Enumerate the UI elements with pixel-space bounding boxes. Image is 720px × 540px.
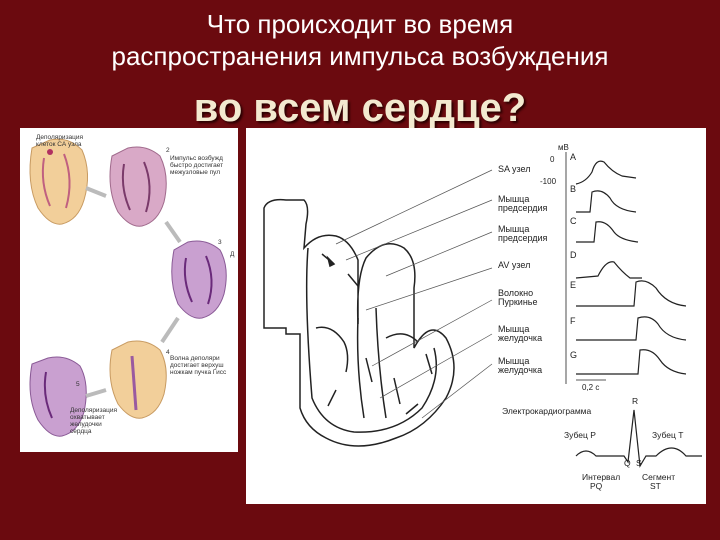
row-f-letter: F [570,316,576,326]
row-a-letter: A [570,152,576,162]
row-c-letter: C [570,216,577,226]
step-2-label-c: межузловые пул [170,169,220,176]
ecg-title: Электрокардиограмма [502,406,592,416]
time-scale-label: 0,2 с [582,383,599,392]
row-b: Мышца предсердия B [498,184,637,213]
step-4-label-c: ножкам пучка Гисс [170,369,227,376]
conduction-sequence-figure: Деполяризация клеток СА узла 2 Импульс в… [20,128,238,452]
heart-diagram [263,198,455,447]
action-potential-diagram: мВ 0 -100 SA узел A Мышца предсердия B М… [263,143,702,491]
slide-title-emphasis: во всем сердце? [193,86,527,130]
row-c-label-1: Мышца [498,224,529,234]
row-a-label-1: SA узел [498,164,531,174]
step-5-label-c: желудочки [70,421,102,428]
heart-illustration-1 [29,138,88,225]
row-g-label-2: желудочка [498,365,542,375]
ecg-t-label: Зубец T [652,430,683,440]
row-b-label-2: предсердия [498,203,548,213]
segment-label-1: Сегмент [642,472,675,482]
step-2-number: 2 [166,147,170,154]
step-3-number: 3 [218,239,222,246]
tick-top: 0 [550,155,555,164]
row-f-label-2: желудочка [498,333,542,343]
interval-label-1: Интервал [582,472,620,482]
step-3-label-a: Д [230,251,235,258]
conduction-sequence-illustration: Деполяризация клеток СА узла 2 Импульс в… [29,134,235,437]
row-b-label-1: Мышца [498,194,529,204]
row-b-letter: B [570,184,576,194]
row-f-label-1: Мышца [498,324,529,334]
row-c-label-2: предсердия [498,233,548,243]
ecg-trace: Электрокардиограмма R Зубец P Зубец T Q … [502,396,702,491]
step-1-label-a: Деполяризация [36,134,84,141]
interval-label-2: PQ [590,481,603,491]
step-4-number: 4 [166,349,170,356]
row-g-label-1: Мышца [498,356,529,366]
row-e: Волокно Пуркинье E [498,280,687,307]
step-5-number: 5 [76,381,80,388]
row-g-letter: G [570,350,577,360]
step-2-label-a: Импульс возбужд [170,154,223,162]
row-d: AV узел D [498,250,642,279]
heart-illustration-3 [171,240,227,319]
ecg-p-label: Зубец P [564,430,596,440]
step-2-label-b: быстро достигает [170,161,223,169]
heart-illustration-4 [109,340,167,419]
unit-label: мВ [558,143,569,152]
slide-title-line-2: распространения импульса возбуждения [111,41,609,71]
conduction-arrows [321,253,433,415]
row-e-label-1: Волокно [498,288,533,298]
row-a: SA узел A [498,152,637,185]
pointer-lines [335,169,493,419]
voltage-scale: мВ 0 -100 [540,143,569,384]
row-d-label-1: AV узел [498,260,530,270]
step-5-label-b: охватывает [70,414,105,421]
row-f: Мышца желудочка F [498,316,687,343]
step-4-label-a: Волна деполяри [170,355,220,362]
ecg-r-label: R [632,396,638,406]
step-4-label-b: достигает верхуш [170,362,224,369]
trace-rows: SA узел A Мышца предсердия B Мышца предс… [498,152,687,375]
step-5-label-d: сердца [70,428,92,435]
row-e-letter: E [570,280,576,290]
heart-illustration-2 [109,146,167,227]
sequence-arrows [85,186,182,398]
row-g: Мышца желудочка G [498,349,687,375]
ecg-q-label: Q [624,458,631,468]
heart-illustration-5 [29,356,87,437]
step-5-label-a: Деполяризация [70,407,118,414]
row-c: Мышца предсердия C [498,216,639,243]
slide-title-line-1: Что происходит во время [206,9,514,39]
time-scale: 0,2 с [576,379,606,392]
segment-label-2: ST [650,481,661,491]
row-e-label-2: Пуркинье [498,297,538,307]
action-potential-figure: мВ 0 -100 SA узел A Мышца предсердия B М… [246,128,706,504]
step-1-label-b: клеток СА узла [36,141,82,148]
tick-bottom: -100 [540,177,557,186]
ecg-s-label: S [636,458,642,468]
row-d-letter: D [570,250,577,260]
step-labels: Деполяризация клеток СА узла 2 Импульс в… [36,134,235,435]
